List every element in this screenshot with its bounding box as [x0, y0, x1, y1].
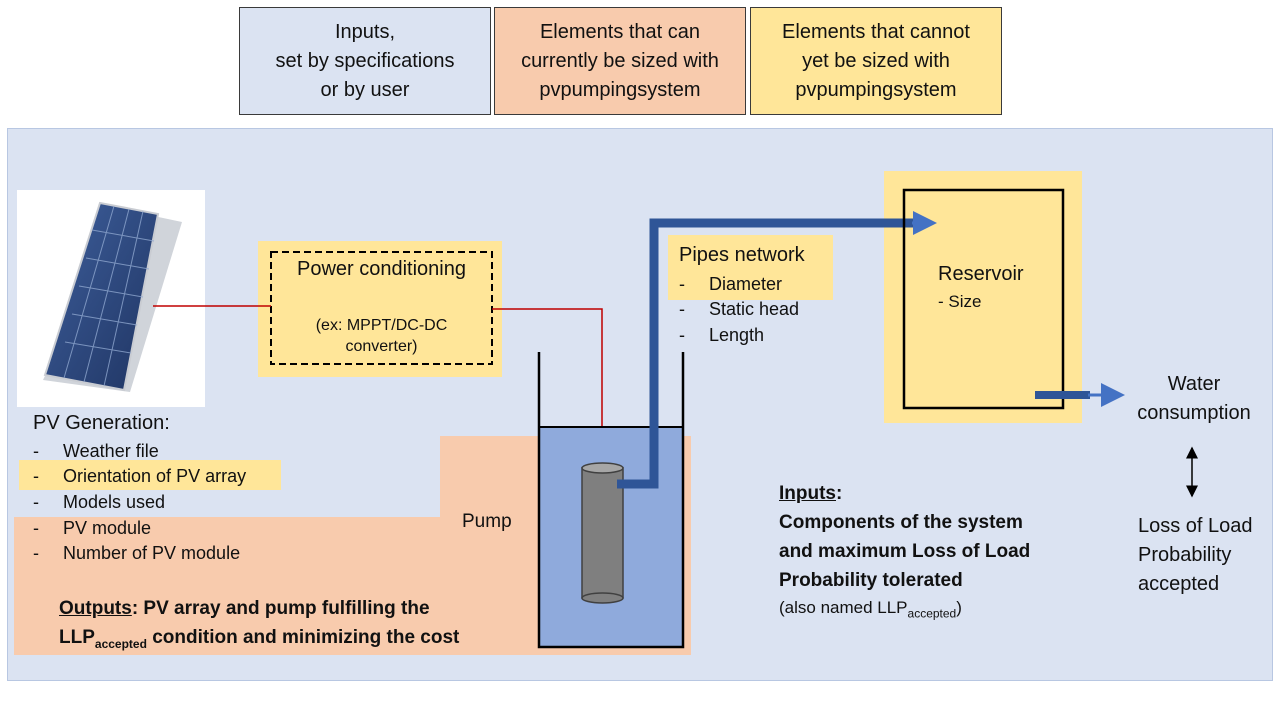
dash: - [33, 441, 39, 461]
water-consumption-label: Water consumption [1137, 373, 1251, 424]
outputs-label: Outputs [59, 598, 132, 619]
dash: - [679, 274, 685, 294]
pump-label: Pump [462, 511, 512, 532]
pv-item-number-of-modules: - Number of PV module [33, 543, 240, 564]
pv-item-models-used: - Models used [33, 492, 165, 513]
well-walls [537, 352, 685, 649]
orientation-highlight [19, 460, 281, 490]
pv-item-orientation: - Orientation of PV array [33, 466, 246, 487]
legend-not-sized: Elements that cannot yet be sized with p… [750, 7, 1002, 115]
outputs-llp: LLP [59, 627, 95, 648]
pipes-highlight [668, 235, 833, 300]
inputs-note-colon: : [836, 483, 843, 504]
wire-converter-to-pump [492, 308, 603, 468]
pv-item-label: Weather file [63, 441, 159, 461]
power-conditioning-note: (ex: MPPT/DC-DC converter) [315, 317, 448, 355]
pipes-item-static-head: - Static head [679, 299, 799, 320]
pv-item-weather-file: - Weather file [33, 441, 159, 462]
pv-item-label: Orientation of PV array [63, 466, 247, 486]
power-conditioning-highlight [258, 241, 502, 377]
inputs-note-line-3: Probability tolerated [779, 570, 963, 591]
pipes-item-label: Diameter [709, 274, 783, 294]
inputs-note-line-1: Components of the system [779, 512, 1023, 533]
dash: - [33, 466, 39, 486]
pv-item-label: Models used [63, 492, 166, 512]
dash: - [33, 492, 39, 512]
outputs-line-1: Outputs: PV array and pump fulfilling th… [59, 598, 430, 620]
pipes-title: Pipes network [679, 244, 805, 266]
dash: - [679, 299, 685, 319]
dash: - [679, 325, 685, 345]
pipes-item-label: Static head [709, 299, 800, 319]
pipes-item-length: - Length [679, 325, 764, 346]
pv-item-label: Number of PV module [63, 543, 241, 563]
outputs-text-2: condition and minimizing the cost [146, 627, 460, 648]
legend-inputs-label: Inputs, set by specifications or by user [275, 20, 455, 101]
pv-generation-title: PV Generation: [33, 412, 170, 434]
pipes-item-label: Length [709, 325, 765, 345]
pump-icon [581, 462, 624, 604]
legend-inputs: Inputs, set by specifications or by user [239, 7, 491, 115]
outputs-line-2: LLPaccepted condition and minimizing the… [59, 627, 459, 651]
power-conditioning-title: Power conditioning [297, 258, 466, 280]
pv-panel-icon [43, 201, 182, 392]
inputs-note-line-4: (also named LLPaccepted) [779, 598, 962, 620]
inputs-note-heading: Inputs: [779, 483, 842, 505]
inputs-note-llp-sub: accepted [907, 606, 957, 621]
legend-sized-label: Elements that can currently be sized wit… [521, 20, 719, 101]
llp-accepted-label: Loss of Load Probability accepted [1138, 515, 1253, 595]
outputs-text-1: PV array and pump fulfilling the [138, 598, 430, 619]
reservoir-title: Reservoir [938, 263, 1024, 285]
inputs-note-paren: ) [956, 598, 962, 617]
reservoir-size: - Size [938, 292, 982, 311]
reservoir-box [902, 188, 1065, 410]
inputs-note-line-2: and maximum Loss of Load [779, 541, 1031, 562]
pv-item-pv-module: - PV module [33, 518, 151, 539]
outputs-llp-sub: accepted [94, 636, 147, 651]
inputs-note-label: Inputs [779, 483, 836, 504]
outputs-colon: : [131, 598, 139, 619]
dash: - [33, 518, 39, 538]
power-conditioning-box [270, 251, 493, 365]
dash: - [33, 543, 39, 563]
inputs-note-llp: (also named LLP [779, 598, 908, 617]
pv-item-label: PV module [63, 518, 152, 538]
pipe-network [617, 218, 918, 489]
pipes-item-diameter: - Diameter [679, 274, 782, 295]
legend-sized: Elements that can currently be sized wit… [494, 7, 746, 115]
legend-not-sized-label: Elements that cannot yet be sized with p… [782, 20, 970, 101]
